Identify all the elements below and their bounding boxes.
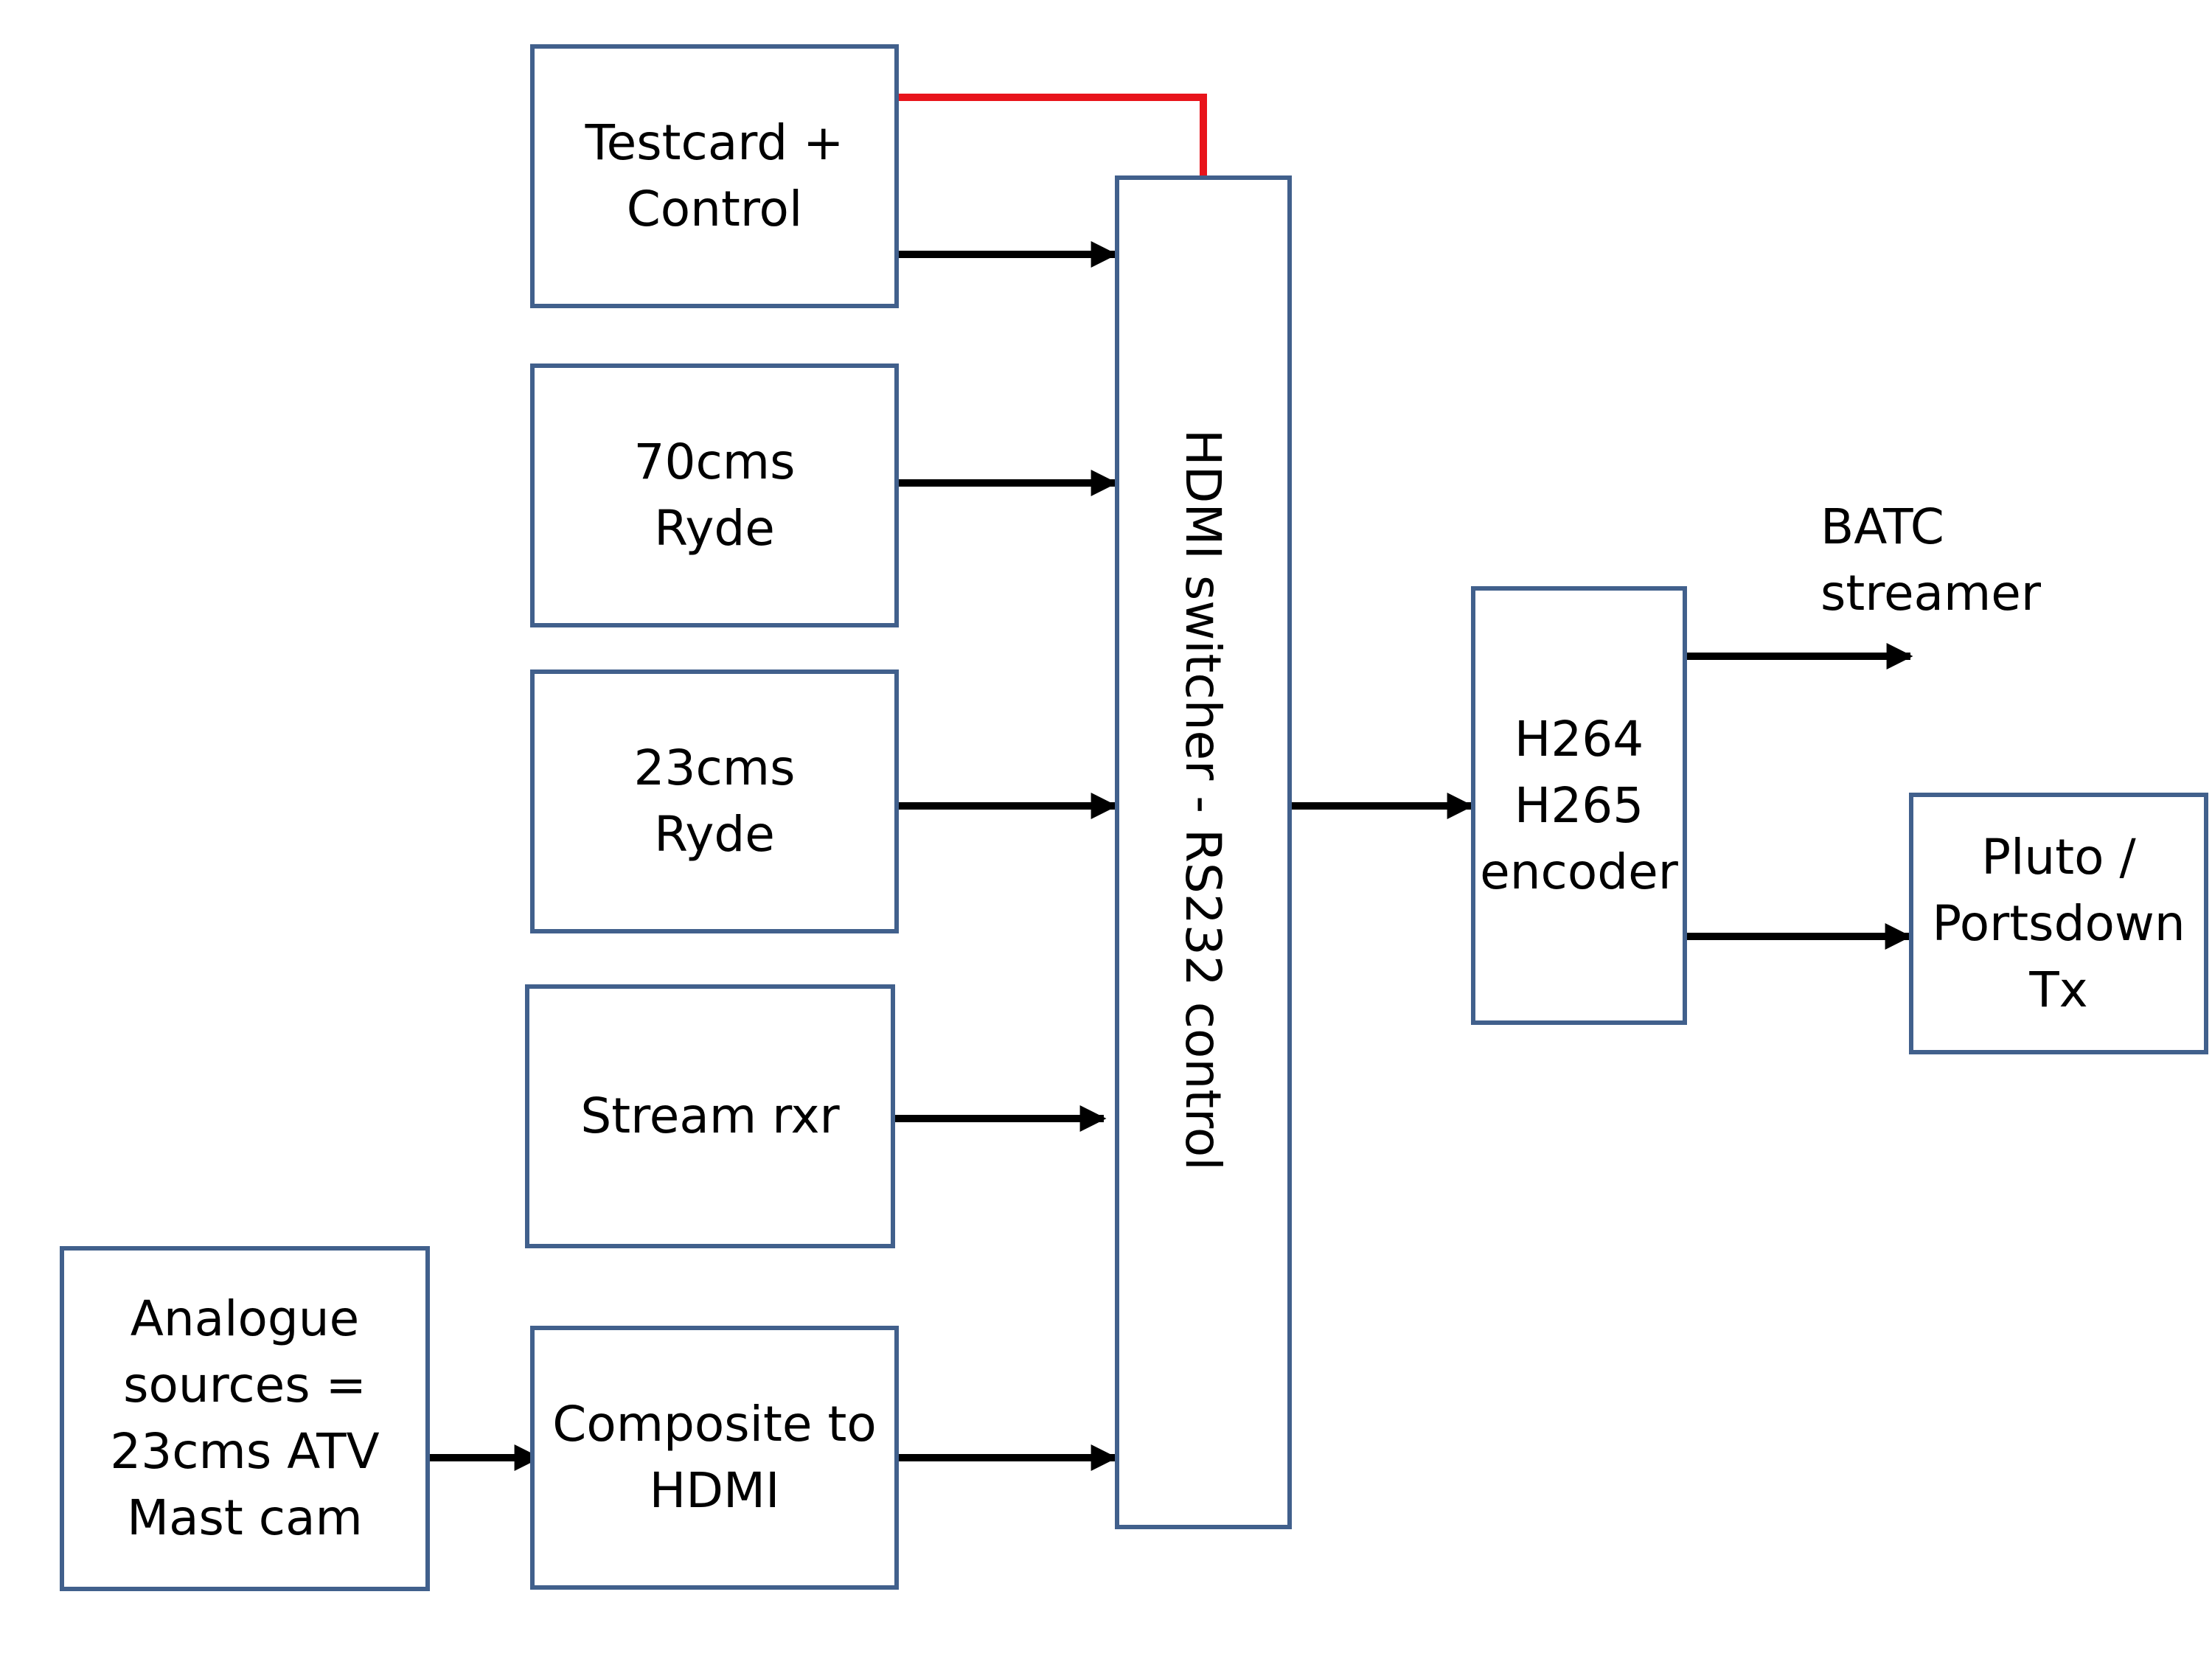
composite-to-hdmi-block: Composite to HDMI (530, 1326, 899, 1590)
rs232-control-line (894, 94, 1207, 193)
batc-streamer-label: BATC streamer (1820, 498, 2042, 622)
hdmi-switcher-block (1115, 175, 1292, 1529)
testcard-control-block: Testcard + Control (530, 44, 899, 308)
analogue-sources-block: Analogue sources = 23cms ATV Mast cam (60, 1246, 430, 1591)
ryde-70cms-block: 70cms Ryde (530, 364, 899, 627)
h264-h265-encoder-block: H264 H265 encoder (1471, 586, 1687, 1025)
ryde-23cms-block: 23cms Ryde (530, 669, 899, 933)
pluto-portsdown-tx-block: Pluto / Portsdown Tx (1909, 793, 2208, 1054)
arrow-group (430, 94, 1913, 1471)
stream-rxr-block: Stream rxr (525, 984, 895, 1248)
hdmi-switcher-label: HDMI switcher - RS232 control (1175, 429, 1231, 1171)
